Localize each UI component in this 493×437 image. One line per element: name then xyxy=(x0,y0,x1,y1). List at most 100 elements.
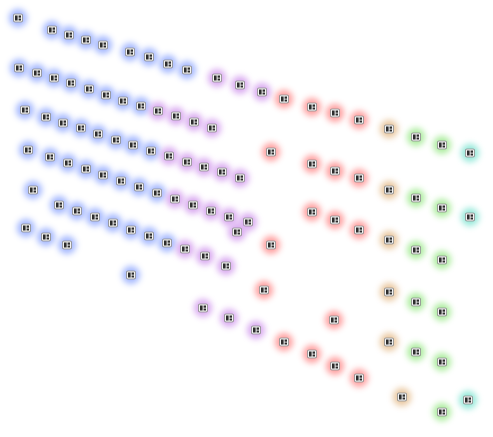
key-r3-c5[interactable] xyxy=(112,172,130,190)
key-r4-c11[interactable] xyxy=(228,223,246,241)
key-r5-c10[interactable] xyxy=(350,369,368,387)
key-r2-c10[interactable] xyxy=(195,158,213,176)
key-r3-c11[interactable] xyxy=(220,208,238,226)
key-r4-c10[interactable] xyxy=(217,257,235,275)
key-r0-c5[interactable] xyxy=(121,43,139,61)
key-r3-c4[interactable] xyxy=(94,166,112,184)
key-r4-c13[interactable] xyxy=(380,283,398,301)
key-r3-c0[interactable] xyxy=(19,141,37,159)
key-r5-c7[interactable] xyxy=(275,333,293,351)
key-r6-c0[interactable] xyxy=(393,388,411,406)
key-r1-c9[interactable] xyxy=(167,107,185,125)
key-r4-c6[interactable] xyxy=(140,227,158,245)
key-r5-c14[interactable] xyxy=(433,353,451,371)
key-r0-c2[interactable] xyxy=(60,26,78,44)
key-r3-c18[interactable] xyxy=(407,241,425,259)
key-r1-c13[interactable] xyxy=(231,76,249,94)
key-r4-c15[interactable] xyxy=(433,303,451,321)
key-r5-c11[interactable] xyxy=(325,311,343,329)
key-r4-c3[interactable] xyxy=(86,208,104,226)
key-r3-c3[interactable] xyxy=(77,160,95,178)
key-r5-c3[interactable] xyxy=(122,266,140,284)
key-r5-c1[interactable] xyxy=(37,228,55,246)
key-r1-c2[interactable] xyxy=(45,69,63,87)
key-r3-c8[interactable] xyxy=(166,190,184,208)
key-r1-c15[interactable] xyxy=(275,90,293,108)
key-r2-c5[interactable] xyxy=(107,131,125,149)
key-r0-c7[interactable] xyxy=(159,55,177,73)
key-r5-c12[interactable] xyxy=(380,333,398,351)
key-r1-c11[interactable] xyxy=(203,119,221,137)
key-r1-c21[interactable] xyxy=(433,136,451,154)
key-r3-c17[interactable] xyxy=(380,231,398,249)
key-r0-c3[interactable] xyxy=(77,31,95,49)
key-r3-c10[interactable] xyxy=(202,202,220,220)
key-r4-c7[interactable] xyxy=(158,234,176,252)
key-r2-c15[interactable] xyxy=(326,162,344,180)
key-r2-c8[interactable] xyxy=(160,147,178,165)
key-r1-c22[interactable] xyxy=(461,144,479,162)
key-r3-c13[interactable] xyxy=(262,236,280,254)
key-r0-c1[interactable] xyxy=(43,21,61,39)
key-r5-c8[interactable] xyxy=(303,345,321,363)
key-r3-c2[interactable] xyxy=(59,154,77,172)
key-r1-c19[interactable] xyxy=(380,120,398,138)
key-r1-c1[interactable] xyxy=(28,64,46,82)
key-r2-c7[interactable] xyxy=(142,142,160,160)
key-r4-c12[interactable] xyxy=(255,281,273,299)
key-r3-c15[interactable] xyxy=(326,211,344,229)
key-r3-c14[interactable] xyxy=(303,203,321,221)
key-r1-c6[interactable] xyxy=(114,92,132,110)
key-r2-c16[interactable] xyxy=(350,169,368,187)
key-r2-c19[interactable] xyxy=(433,199,451,217)
key-r1-c10[interactable] xyxy=(185,113,203,131)
key-r2-c20[interactable] xyxy=(461,208,479,226)
key-r2-c13[interactable] xyxy=(262,143,280,161)
key-r0-c0[interactable] xyxy=(9,9,27,27)
key-r5-c4[interactable] xyxy=(194,299,212,317)
key-r2-c9[interactable] xyxy=(178,153,196,171)
key-r5-c9[interactable] xyxy=(326,357,344,375)
key-r1-c20[interactable] xyxy=(407,128,425,146)
key-r4-c4[interactable] xyxy=(104,214,122,232)
key-r1-c14[interactable] xyxy=(253,83,271,101)
key-r0-c8[interactable] xyxy=(178,61,196,79)
key-r4-c5[interactable] xyxy=(122,221,140,239)
key-r5-c5[interactable] xyxy=(220,309,238,327)
key-r5-c0[interactable] xyxy=(17,219,35,237)
key-r5-c6[interactable] xyxy=(247,321,265,339)
key-r0-c4[interactable] xyxy=(94,36,112,54)
key-r3-c6[interactable] xyxy=(130,178,148,196)
key-r3-c16[interactable] xyxy=(350,221,368,239)
key-r4-c9[interactable] xyxy=(196,247,214,265)
key-r2-c0[interactable] xyxy=(16,101,34,119)
key-r3-c1[interactable] xyxy=(41,148,59,166)
key-r2-c18[interactable] xyxy=(407,189,425,207)
key-r2-c6[interactable] xyxy=(124,136,142,154)
key-r4-c0[interactable] xyxy=(24,181,42,199)
key-r5-c13[interactable] xyxy=(407,343,425,361)
key-r4-c2[interactable] xyxy=(68,202,86,220)
key-r3-c7[interactable] xyxy=(148,184,166,202)
key-r2-c3[interactable] xyxy=(72,119,90,137)
key-r1-c16[interactable] xyxy=(303,98,321,116)
key-r2-c11[interactable] xyxy=(213,163,231,181)
key-r1-c4[interactable] xyxy=(80,80,98,98)
key-r2-c2[interactable] xyxy=(54,114,72,132)
key-r2-c12[interactable] xyxy=(231,169,249,187)
key-r3-c19[interactable] xyxy=(433,251,451,269)
key-r6-c1[interactable] xyxy=(433,403,451,421)
key-r1-c0[interactable] xyxy=(10,59,28,77)
key-r2-c4[interactable] xyxy=(89,125,107,143)
key-r6-c2[interactable] xyxy=(459,391,477,409)
key-r1-c18[interactable] xyxy=(350,111,368,129)
key-r5-c2[interactable] xyxy=(58,236,76,254)
key-r2-c17[interactable] xyxy=(380,181,398,199)
key-r1-c17[interactable] xyxy=(326,104,344,122)
key-r0-c6[interactable] xyxy=(140,48,158,66)
key-r4-c14[interactable] xyxy=(407,293,425,311)
key-r1-c3[interactable] xyxy=(62,74,80,92)
key-r1-c12[interactable] xyxy=(208,69,226,87)
key-r1-c8[interactable] xyxy=(149,102,167,120)
key-r3-c9[interactable] xyxy=(184,196,202,214)
